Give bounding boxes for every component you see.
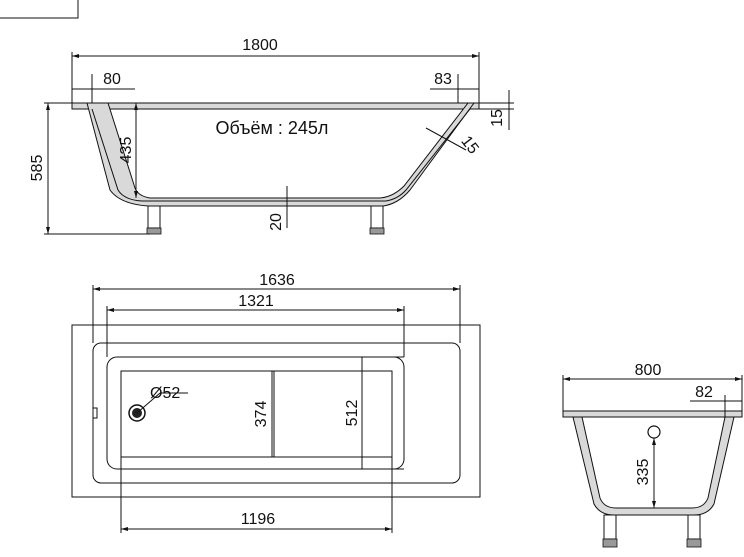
dim-20: 20 [268, 213, 285, 231]
dim-drain: Ø52 [150, 385, 180, 402]
dim-512: 512 [344, 400, 361, 427]
dim-80: 80 [103, 71, 121, 88]
overflow-mark [92, 407, 98, 419]
dim-82: 82 [695, 384, 713, 401]
dim-335: 335 [635, 459, 652, 486]
dim-83: 83 [434, 71, 452, 88]
dim-1636: 1636 [259, 272, 295, 289]
end-foot-left [602, 538, 618, 548]
top-view: Ø52 1636 1321 1196 374 512 [71, 272, 481, 533]
top-inner-edge [92, 342, 461, 484]
dim-15-rim: 15 [489, 109, 506, 127]
top-bottom-edge [106, 356, 405, 470]
end-leg-right [687, 514, 701, 540]
end-view: 800 82 335 [562, 362, 743, 548]
dim-585: 585 [29, 155, 46, 182]
overflow-hole [647, 425, 661, 439]
dim-1800: 1800 [242, 37, 278, 54]
top-flat-bottom [120, 370, 393, 458]
top-outer-rim [71, 324, 481, 498]
dim-374: 374 [253, 401, 270, 428]
side-rim [71, 102, 480, 110]
volume-label: Объём : 245л [216, 118, 329, 138]
side-view: 1800 80 83 15 435 585 15 20 Объём : 245л [29, 37, 514, 235]
end-leg-left [603, 514, 617, 540]
dim-1321: 1321 [238, 293, 274, 310]
dim-15-wall: 15 [457, 133, 481, 158]
title-frame-corner [0, 0, 79, 19]
dim-1196: 1196 [241, 511, 276, 528]
end-rim [562, 410, 743, 418]
dim-435: 435 [118, 137, 135, 164]
side-shell-section [86, 102, 475, 207]
side-leg-left [147, 205, 161, 229]
side-foot-left [146, 227, 162, 235]
side-foot-right [369, 227, 385, 235]
side-leg-right [370, 205, 384, 229]
dim-800: 800 [635, 362, 662, 379]
end-foot-right [686, 538, 702, 548]
